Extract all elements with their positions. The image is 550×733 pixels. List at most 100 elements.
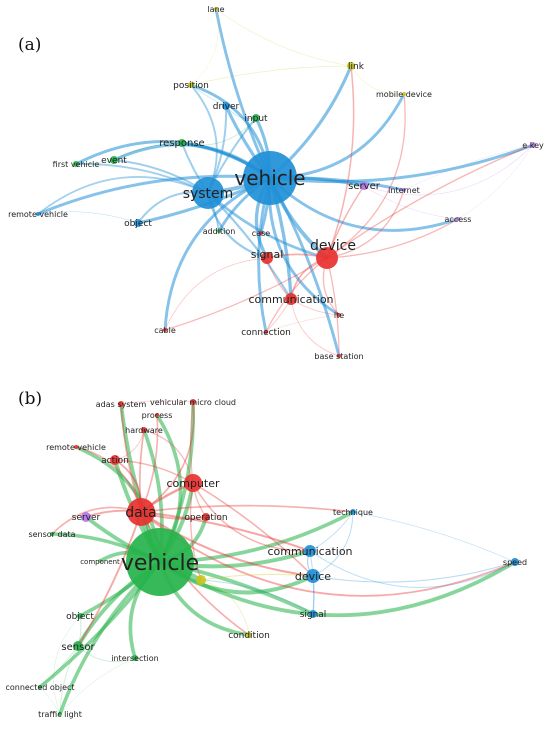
edge-device-internet <box>326 189 405 259</box>
edge-sensor-intersection <box>77 645 136 662</box>
node-server[interactable] <box>360 182 368 190</box>
node-label-sensor-data: sensor data <box>28 530 75 539</box>
node-label-component: component <box>80 558 120 566</box>
node-addition[interactable] <box>217 229 221 233</box>
node-response[interactable] <box>178 139 186 147</box>
node-device[interactable] <box>306 569 320 583</box>
node-access[interactable] <box>456 217 460 221</box>
node-label-object: object <box>124 219 152 229</box>
edge-communication-base-station <box>290 298 340 357</box>
node-remote-vehicle[interactable] <box>74 445 78 449</box>
node-label-e-key: e key <box>522 141 544 150</box>
node-system[interactable] <box>192 177 224 209</box>
network-panel-b: vehicledatacomputeroperationactionhardwa… <box>5 389 527 719</box>
node-link[interactable] <box>347 62 355 70</box>
edge-object-traffic-light <box>53 615 81 715</box>
panel-b-labels: vehicledatacomputeroperationactionhardwa… <box>5 398 527 719</box>
node-technique[interactable] <box>350 509 356 515</box>
node-condition[interactable] <box>246 632 252 638</box>
node-label-access: access <box>445 215 472 224</box>
edge-computer-yellow-hub <box>189 482 202 581</box>
node-label-driver: driver <box>213 102 240 112</box>
edge-adas-system-vehicular-micro-cloud <box>120 400 194 405</box>
node-vehicle[interactable] <box>126 528 194 596</box>
node-operation[interactable] <box>202 513 210 521</box>
node-lte[interactable] <box>337 313 341 317</box>
node-label-server: server <box>348 181 381 192</box>
node-yellow-hub[interactable] <box>196 575 206 585</box>
node-cable[interactable] <box>163 328 167 332</box>
node-e-key[interactable] <box>530 142 536 148</box>
node-label-lane: lane <box>207 5 224 14</box>
node-object[interactable] <box>77 613 83 619</box>
node-driver[interactable] <box>222 102 230 110</box>
node-communication[interactable] <box>304 545 316 557</box>
node-first-vehicle[interactable] <box>73 161 79 167</box>
node-signal[interactable] <box>309 610 317 618</box>
node-input[interactable] <box>252 114 260 122</box>
node-case[interactable] <box>259 231 263 235</box>
node-label-system: system <box>183 186 234 202</box>
node-label-hardware: hardware <box>125 426 163 435</box>
edge-response-event <box>113 142 183 161</box>
node-signal[interactable] <box>261 252 273 264</box>
node-data[interactable] <box>127 498 155 526</box>
node-server[interactable] <box>81 512 91 522</box>
node-label-server: server <box>72 513 101 523</box>
node-communication[interactable] <box>285 293 297 305</box>
edge-position-link <box>190 65 352 86</box>
node-label-remote-vehicle: remote vehicle <box>8 210 68 219</box>
node-vehicular-micro-cloud[interactable] <box>190 399 196 405</box>
node-label-vehicular-micro-cloud: vehicular micro cloud <box>150 398 236 407</box>
node-process[interactable] <box>155 413 159 417</box>
edge-response-input <box>181 117 257 146</box>
node-label-connection: connection <box>241 328 291 338</box>
node-base-station[interactable] <box>337 354 341 358</box>
node-internet[interactable] <box>402 188 406 192</box>
node-adas-system[interactable] <box>118 401 124 407</box>
node-label-sensor: sensor <box>61 642 95 653</box>
edge-vehicle-e-key <box>269 143 534 184</box>
node-sensor-data[interactable] <box>50 532 54 536</box>
edge-internet-e-key <box>403 144 534 191</box>
node-label-data: data <box>125 505 157 521</box>
node-label-link: link <box>348 62 365 72</box>
node-label-signal: signal <box>300 610 327 620</box>
node-event[interactable] <box>110 156 118 164</box>
edge-computer-communication <box>192 482 311 552</box>
node-remote-vehicle[interactable] <box>36 212 40 216</box>
node-connection[interactable] <box>264 330 268 334</box>
node-label-condition: condition <box>228 631 270 641</box>
node-connected-object[interactable] <box>38 685 42 689</box>
node-lane[interactable] <box>214 7 218 11</box>
edge-computer-device <box>192 482 314 577</box>
node-action[interactable] <box>110 455 120 465</box>
node-label-adas-system: adas system <box>96 400 147 409</box>
node-hardware[interactable] <box>141 427 147 433</box>
node-speed[interactable] <box>511 558 519 566</box>
node-mobile-device[interactable] <box>402 92 406 96</box>
node-traffic-light[interactable] <box>58 712 62 716</box>
node-vehicle[interactable] <box>243 151 297 205</box>
node-label-base-station: base station <box>314 352 363 361</box>
node-component[interactable] <box>98 559 102 563</box>
node-label-technique: technique <box>333 508 373 517</box>
edge-connected-object-traffic-light <box>39 686 61 715</box>
edge-object-remote-vehicle <box>37 211 139 224</box>
node-label-response: response <box>159 138 204 149</box>
node-label-action: action <box>101 456 129 466</box>
node-sensor[interactable] <box>73 641 83 651</box>
node-computer[interactable] <box>184 474 202 492</box>
node-position[interactable] <box>188 82 194 88</box>
panel-b-label: (b) <box>18 389 42 409</box>
panel-a-labels: vehiclesystemdevicesignalcommunicationco… <box>8 5 544 361</box>
node-object[interactable] <box>134 219 142 227</box>
edge-communication-speed <box>309 550 516 588</box>
node-label-connected-object: connected object <box>5 683 74 692</box>
edge-connection-lte <box>265 314 340 333</box>
node-label-operation: operation <box>184 513 227 523</box>
node-device[interactable] <box>316 247 338 269</box>
edge-intersection-traffic-light <box>59 657 136 715</box>
node-intersection[interactable] <box>132 655 138 661</box>
node-label-object: object <box>66 612 94 622</box>
